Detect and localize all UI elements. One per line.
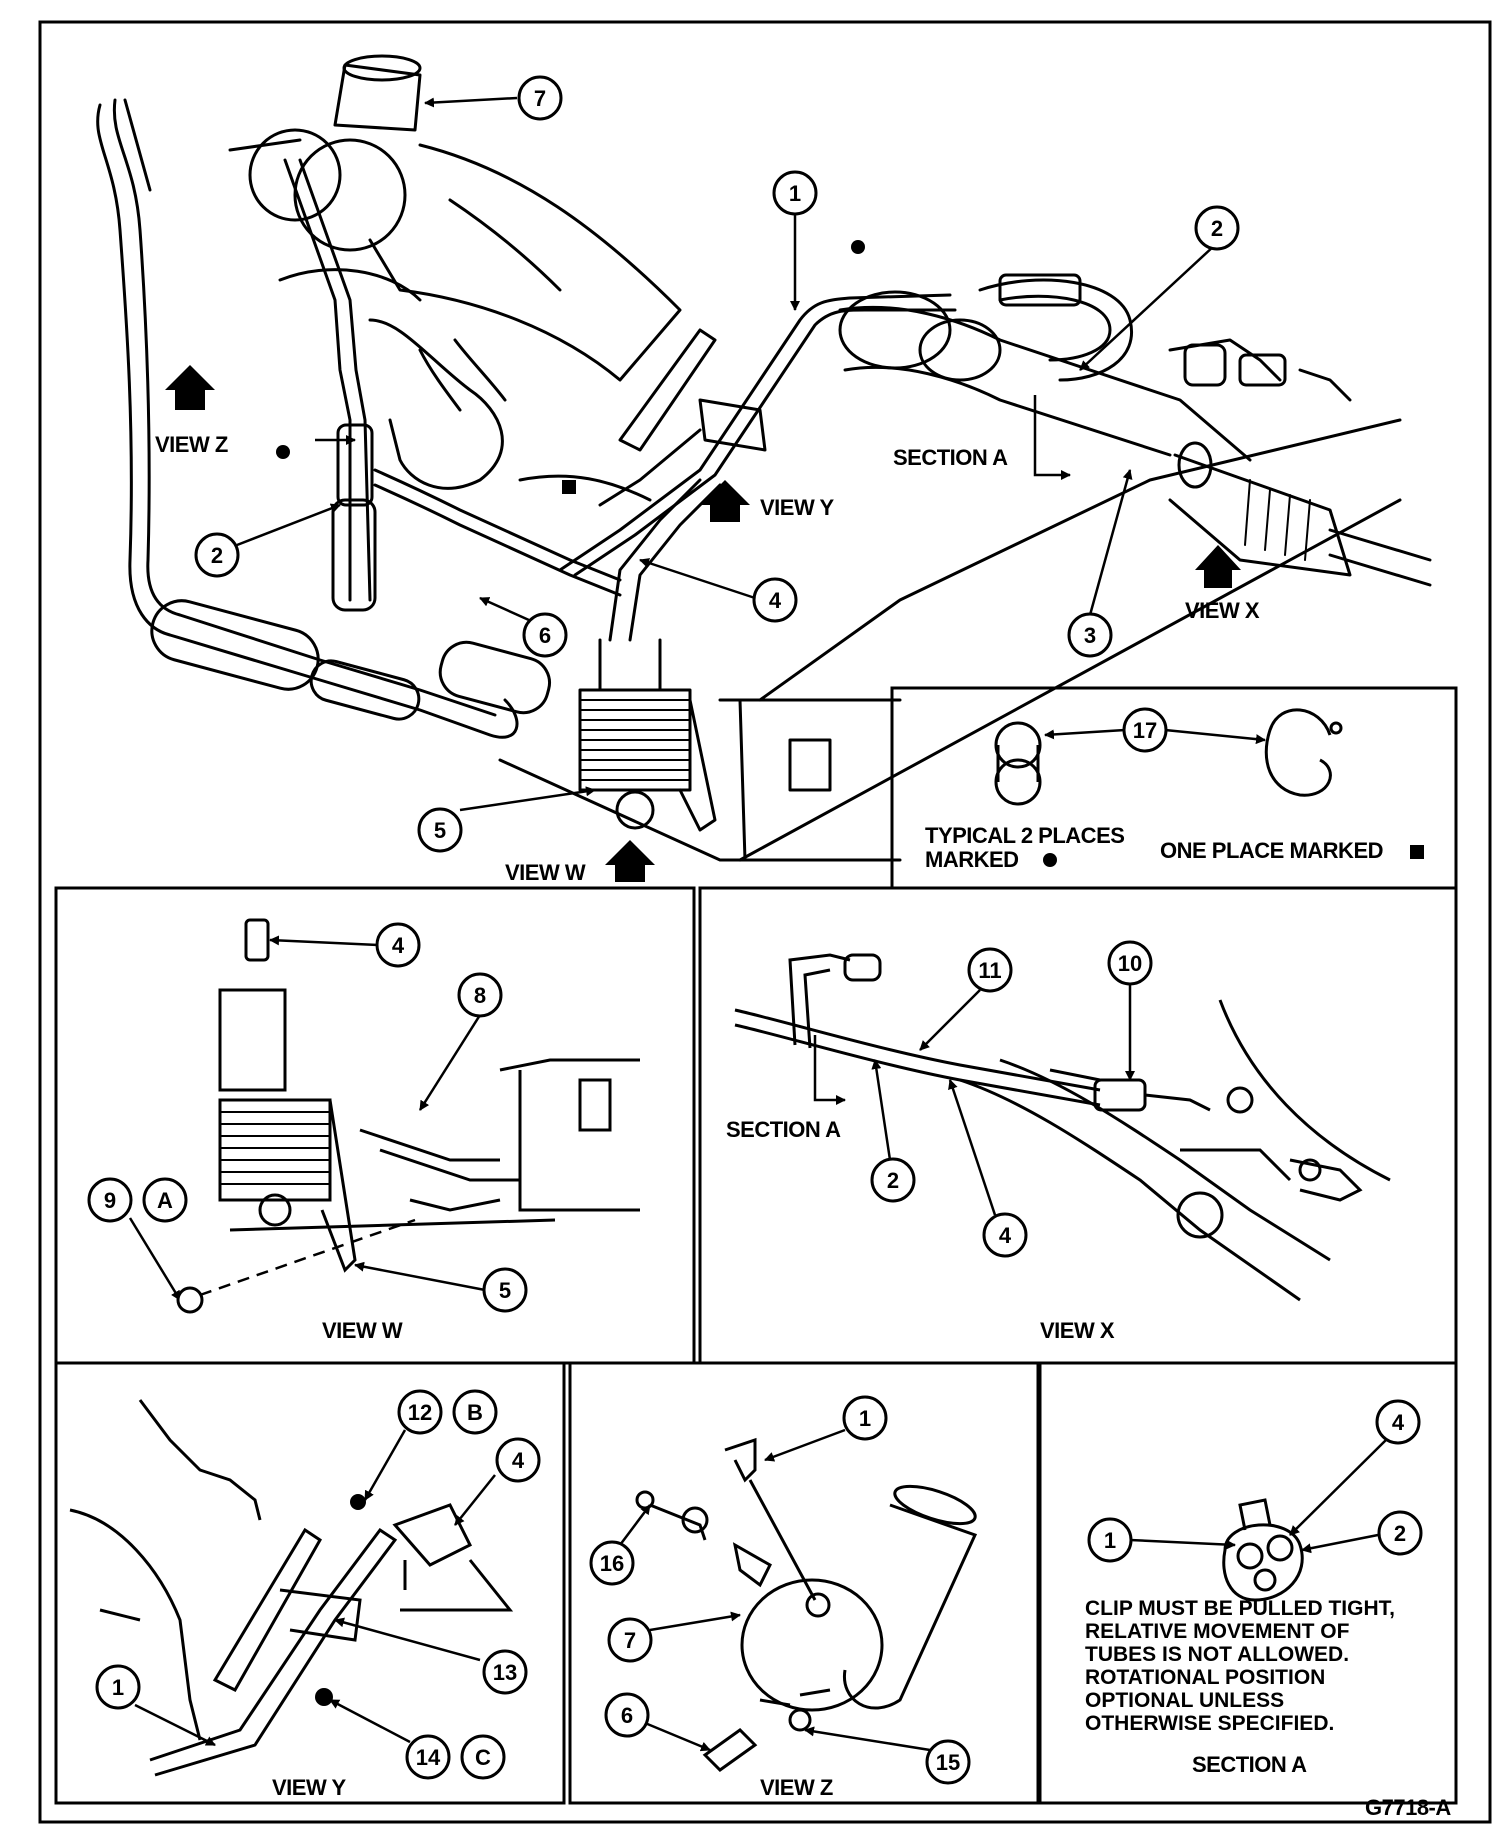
dot-marker-icon <box>1043 853 1057 867</box>
main-illustration <box>96 54 1432 862</box>
z-callout-6: 6 <box>621 1703 633 1728</box>
y-callout-b: B <box>467 1400 483 1425</box>
view-y-arrow-icon <box>700 480 750 522</box>
x-callout-2: 2 <box>887 1168 899 1193</box>
y-callout-14: 14 <box>416 1745 441 1770</box>
panel-x-section-label: SECTION A <box>726 1117 841 1142</box>
x-callout-11: 11 <box>978 958 1001 983</box>
callout-6: 6 <box>539 623 551 648</box>
w-callout-4: 4 <box>392 933 405 958</box>
x-callout-4: 4 <box>999 1223 1012 1248</box>
w-callout-9: 9 <box>104 1188 116 1213</box>
label-typical-marked: MARKED <box>925 847 1019 872</box>
square-marker-icon <box>1410 845 1424 859</box>
section-a-note: CLIP MUST BE PULLED TIGHT, RELATIVE MOVE… <box>1085 1597 1395 1735</box>
section-a-illustration <box>1222 1498 1304 1602</box>
view-x-arrow-icon <box>1195 545 1241 588</box>
callout-4: 4 <box>769 588 782 613</box>
view-z-panel <box>568 1361 1040 1805</box>
view-z-illustration <box>635 1437 978 1772</box>
callout-1: 1 <box>789 181 801 206</box>
callout-2: 2 <box>1211 216 1223 241</box>
figure-code: G7718-A <box>1365 1795 1451 1820</box>
view-y-illustration <box>69 1399 514 1777</box>
z-callout-1: 1 <box>859 1406 871 1431</box>
w-callout-a: A <box>157 1188 173 1213</box>
y-callout-1: 1 <box>112 1675 124 1700</box>
main-callouts <box>194 75 1240 853</box>
section-a-panel <box>1038 1361 1458 1805</box>
label-view-z: VIEW Z <box>155 432 228 457</box>
clip-figures <box>994 708 1343 806</box>
callout-3: 3 <box>1084 623 1096 648</box>
label-one-place: ONE PLACE MARKED <box>1160 838 1383 863</box>
z-callout-15: 15 <box>936 1750 960 1775</box>
note-line-1: CLIP MUST BE PULLED TIGHT, <box>1085 1597 1395 1620</box>
note-line-5: OPTIONAL UNLESS <box>1085 1689 1284 1712</box>
callout-17: 17 <box>1133 718 1157 743</box>
s-callout-2: 2 <box>1394 1521 1406 1546</box>
panel-y-title: VIEW Y <box>272 1775 346 1800</box>
x-callout-10: 10 <box>1118 951 1142 976</box>
view-y-panel <box>54 1361 566 1805</box>
s-callout-4: 4 <box>1392 1410 1405 1435</box>
view-w-panel <box>54 886 696 1365</box>
label-section-a: SECTION A <box>893 445 1008 470</box>
panel-x-title: VIEW X <box>1040 1318 1115 1343</box>
callout-2-left: 2 <box>211 543 223 568</box>
z-callout-16: 16 <box>600 1551 624 1576</box>
label-typical: TYPICAL 2 PLACES <box>925 823 1124 848</box>
w-callout-5: 5 <box>499 1278 511 1303</box>
view-x-illustration <box>734 953 1391 1302</box>
panel-w-title: VIEW W <box>322 1318 403 1343</box>
panel-section-title: SECTION A <box>1192 1752 1307 1777</box>
note-line-2: RELATIVE MOVEMENT OF <box>1085 1620 1350 1643</box>
frame <box>38 20 1492 1824</box>
y-callout-4: 4 <box>512 1448 525 1473</box>
note-line-4: ROTATIONAL POSITION <box>1085 1666 1325 1689</box>
callout-7: 7 <box>534 86 546 111</box>
y-callout-13: 13 <box>493 1660 517 1685</box>
y-callout-c: C <box>475 1745 491 1770</box>
w-callout-8: 8 <box>474 983 486 1008</box>
view-z-arrow-icon <box>165 365 215 410</box>
label-view-w: VIEW W <box>505 860 586 885</box>
view-w-arrow-icon <box>605 840 655 882</box>
s-callout-1: 1 <box>1104 1528 1116 1553</box>
label-view-x: VIEW X <box>1185 598 1260 623</box>
view-w-illustration <box>218 918 640 1273</box>
note-line-6: OTHERWISE SPECIFIED. <box>1085 1712 1334 1735</box>
panel-z-title: VIEW Z <box>760 1775 833 1800</box>
z-callout-7: 7 <box>624 1628 636 1653</box>
label-view-y: VIEW Y <box>760 495 834 520</box>
note-line-3: TUBES IS NOT ALLOWED. <box>1085 1643 1349 1666</box>
y-callout-12: 12 <box>408 1400 432 1425</box>
callout-5: 5 <box>434 818 446 843</box>
